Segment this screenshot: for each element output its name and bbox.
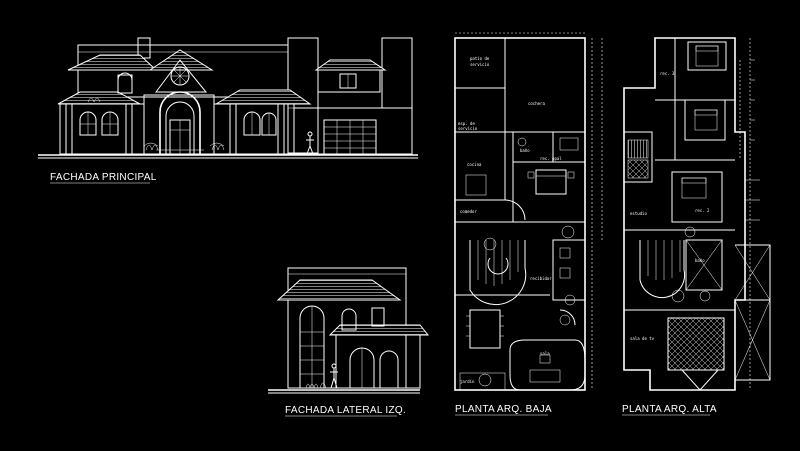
room-label: esp. de <box>458 121 475 126</box>
room-label: servicio <box>458 126 478 131</box>
room-label: sala de tv <box>630 336 655 341</box>
room-label: rec. 2 <box>695 208 710 213</box>
side-facade-label: FACHADA LATERAL IZQ. <box>285 405 406 416</box>
room-label: jardín <box>460 379 475 384</box>
front-facade-label: FACHADA PRINCIPAL <box>50 172 157 183</box>
room-label: baño <box>695 258 705 263</box>
ground-floor-label: PLANTA ARQ. BAJA <box>455 404 552 415</box>
room-label: comedor <box>460 209 477 214</box>
front-facade-drawing <box>38 37 418 159</box>
arched-window <box>79 111 97 136</box>
upper-floor-plan: rec. 3 rec. 2 estudio sala de tv baño <box>623 37 771 391</box>
room-label: sala <box>540 351 550 356</box>
upper-floor-label: PLANTA ARQ. ALTA <box>622 404 717 415</box>
room-label: patio de <box>470 56 490 61</box>
room-label: estudio <box>630 211 647 216</box>
room-label: cocina <box>467 162 482 167</box>
room-label: cochera <box>528 101 545 106</box>
room-label: baño <box>520 148 530 153</box>
room-label: rec. 3 <box>660 71 675 76</box>
ground-floor-plan: patio de servicio cochera esp. de servic… <box>454 32 603 391</box>
room-label: rec. ppal <box>540 156 562 161</box>
room-label: servicio <box>470 62 490 67</box>
room-label: recibidor <box>530 276 552 281</box>
side-facade-drawing <box>268 267 430 394</box>
